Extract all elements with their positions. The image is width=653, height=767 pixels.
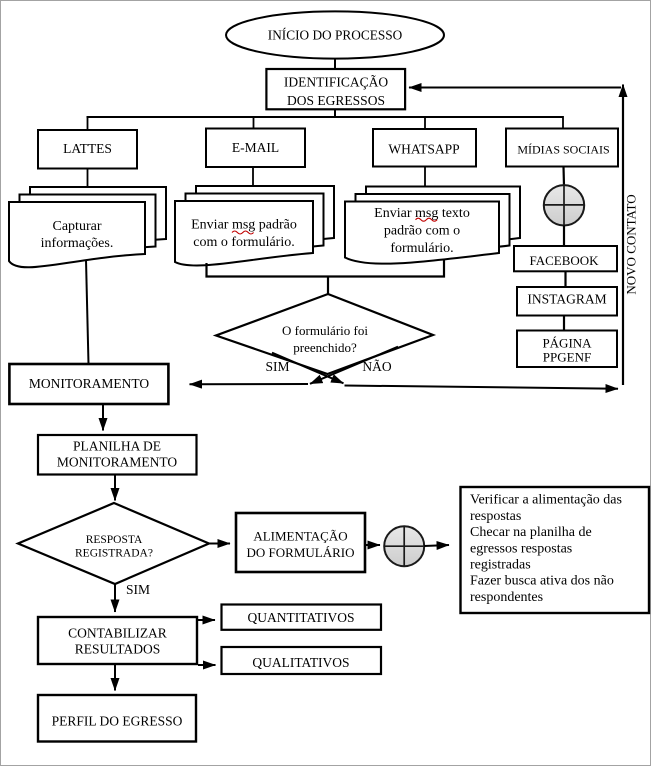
svg-text:Fazer busca ativa dos não: Fazer busca ativa dos não [470, 574, 614, 589]
svg-text:Checar na planilha de: Checar na planilha de [470, 525, 592, 540]
svg-text:Verificar a alimentação das: Verificar a alimentação das [470, 493, 622, 508]
svg-text:registradas: registradas [470, 558, 531, 573]
svg-text:QUALITATIVOS: QUALITATIVOS [252, 655, 349, 670]
svg-text:QUANTITATIVOS: QUANTITATIVOS [248, 610, 355, 625]
svg-text:PÁGINA: PÁGINA [542, 336, 592, 351]
svg-text:RESPOSTA: RESPOSTA [86, 534, 143, 546]
svg-text:REGISTRADA?: REGISTRADA? [75, 548, 153, 560]
svg-text:MONITORAMENTO: MONITORAMENTO [29, 376, 150, 391]
svg-text:INÍCIO DO PROCESSO: INÍCIO DO PROCESSO [268, 28, 403, 43]
svg-text:Capturar: Capturar [53, 219, 102, 234]
svg-text:SIM: SIM [126, 582, 150, 597]
svg-text:O formulário foi: O formulário foi [282, 323, 368, 338]
svg-text:SIM: SIM [265, 359, 289, 374]
svg-text:IDENTIFICAÇÃO: IDENTIFICAÇÃO [284, 75, 388, 90]
svg-text:informações.: informações. [41, 236, 114, 251]
svg-text:MONITORAMENTO: MONITORAMENTO [57, 455, 178, 470]
svg-text:com o formulário.: com o formulário. [193, 235, 294, 250]
svg-text:PPGENF: PPGENF [543, 350, 591, 365]
svg-text:LATTES: LATTES [63, 141, 112, 156]
svg-text:respostas: respostas [470, 509, 521, 524]
svg-text:PLANILHA DE: PLANILHA DE [73, 439, 161, 454]
svg-text:ALIMENTAÇÃO: ALIMENTAÇÃO [253, 529, 347, 544]
svg-text:DOS EGRESSOS: DOS EGRESSOS [287, 93, 385, 108]
svg-text:E-MAIL: E-MAIL [232, 140, 279, 155]
svg-text:INSTAGRAM: INSTAGRAM [527, 292, 606, 307]
svg-text:DO FORMULÁRIO: DO FORMULÁRIO [247, 545, 355, 560]
svg-text:NÃO: NÃO [362, 359, 391, 374]
svg-text:NOVO CONTATO: NOVO CONTATO [624, 194, 639, 294]
svg-text:padrão com o: padrão com o [384, 224, 460, 239]
svg-text:FACEBOOK: FACEBOOK [529, 253, 599, 268]
svg-text:CONTABILIZAR: CONTABILIZAR [68, 626, 167, 641]
svg-text:MÍDIAS SOCIAIS: MÍDIAS SOCIAIS [517, 143, 609, 157]
svg-text:Enviar msg padrão: Enviar msg padrão [191, 218, 297, 233]
svg-text:preenchido?: preenchido? [293, 340, 357, 355]
svg-text:egressos respostas: egressos respostas [470, 541, 572, 556]
svg-text:WHATSAPP: WHATSAPP [388, 142, 459, 157]
svg-text:respondentes: respondentes [470, 590, 543, 605]
svg-text:formulário.: formulário. [390, 241, 453, 256]
svg-text:Enviar msg texto: Enviar msg texto [374, 206, 470, 221]
svg-text:PERFIL DO EGRESSO: PERFIL DO EGRESSO [52, 714, 183, 729]
svg-text:RESULTADOS: RESULTADOS [75, 642, 160, 657]
